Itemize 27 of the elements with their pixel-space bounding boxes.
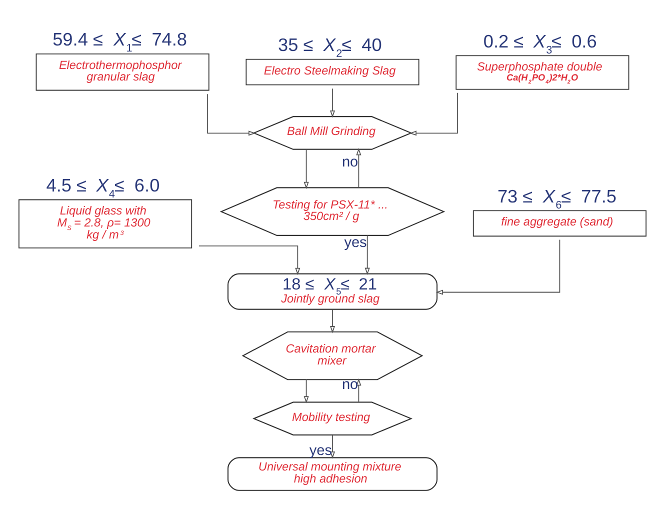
node-box: Electrothermophosphor granular slag xyxy=(36,52,210,90)
arrow xyxy=(330,308,336,333)
node-label: 4.5 ≤ X$_{4}$≤ 6.0 xyxy=(46,175,160,200)
arrow xyxy=(330,88,336,118)
node-box: Universal mounting mixture high adhesion xyxy=(227,456,438,490)
edge-label: yes xyxy=(309,442,332,459)
arrow xyxy=(356,378,362,402)
node-box: fine aggregate (sand) xyxy=(472,210,646,236)
arrow xyxy=(304,148,309,189)
arrow xyxy=(436,238,560,294)
edge-label: no xyxy=(342,154,358,170)
arrow xyxy=(330,434,336,458)
node-box: 18 ≤ X$_{5}$≤ 21 Jointly ground slag xyxy=(227,272,438,310)
node-box: Superphosphate double Ca(H$_{2}$PO$_{4}$)2*H$_{2}$O xyxy=(456,54,630,90)
arrow xyxy=(356,148,362,188)
arrow xyxy=(364,234,370,275)
arrow xyxy=(198,244,300,275)
node-box: Electro Steelmaking Slag xyxy=(246,58,420,85)
node-label: 35 ≤ X$_{2}$≤ 40 xyxy=(278,34,382,60)
arrow xyxy=(409,92,458,136)
edge-label: yes xyxy=(344,234,367,251)
node-label: 0.2 ≤ X$_{3}$≤ 0.6 xyxy=(483,31,597,56)
node-box: Liquid glass with M$_{S}$ = 2.8, ρ= 1300 kg / m$^{3}$ xyxy=(18,198,192,248)
node-label: 59.4 ≤ X$_{1}$≤ 74.8 xyxy=(52,29,188,54)
arrow xyxy=(207,93,256,136)
arrow xyxy=(304,378,309,403)
node-label: 73 ≤ X$_{6}$≤ 77.5 xyxy=(497,186,616,211)
